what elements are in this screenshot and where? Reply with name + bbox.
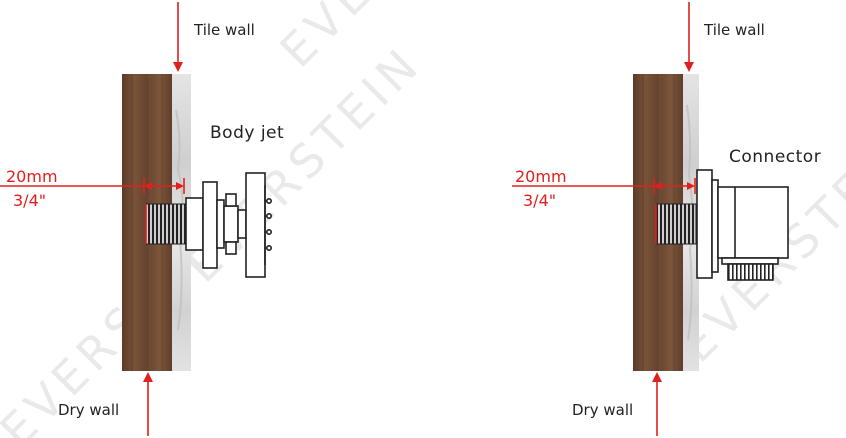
dry-wall-label: Dry wall [58,401,119,419]
left-panel: Tile wall Dry wall Body jet 20mm 3/4" [0,2,284,436]
threaded-pipe [655,203,697,245]
dry-wall-label: Dry wall [572,401,633,419]
tile-wall-label: Tile wall [703,21,765,39]
depth-dimension [512,178,696,244]
connector-label: Connector [729,147,821,167]
body-jet-fitting [185,172,272,278]
threaded-pipe [145,203,187,245]
dim-inch-label: 3/4" [523,191,556,210]
right-panel: Tile wall Dry wall Connector 20mm 3/4" [512,2,821,436]
dim-mm-label: 20mm [6,167,58,186]
tile-wall-label: Tile wall [193,21,255,39]
dim-inch-label: 3/4" [13,191,46,210]
connector-fitting [696,169,789,281]
body-jet-label: Body jet [210,123,284,143]
dim-mm-label: 20mm [515,167,567,186]
